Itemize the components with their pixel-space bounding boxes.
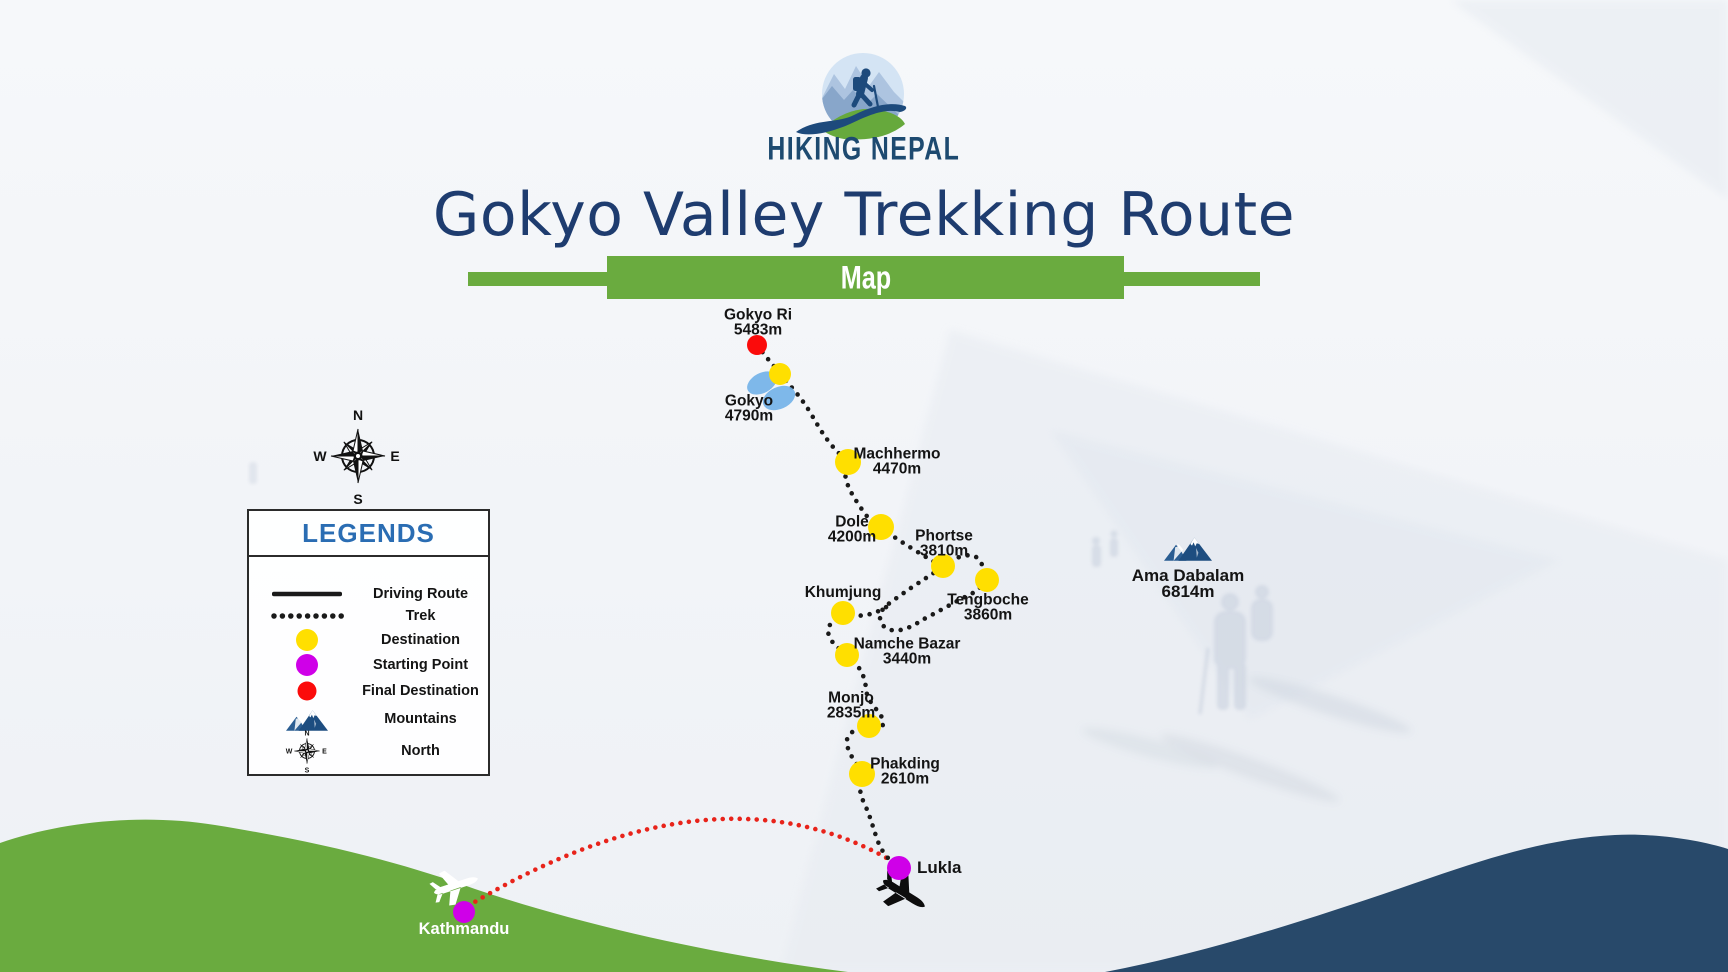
final-destination-swatch: [297, 681, 317, 700]
blue-corner-wave: [1105, 834, 1728, 972]
marker-phortse: [931, 554, 955, 578]
starting-point-swatch: [296, 653, 318, 676]
compass-e: E: [390, 448, 399, 464]
legend-row-destination: Destination: [255, 627, 482, 652]
marker-machhermo: [835, 449, 861, 475]
map-banner-label: Map: [840, 259, 891, 295]
green-hill-wave: [0, 819, 848, 972]
waypoint-label-lukla: Lukla: [917, 857, 962, 877]
flight-route: [465, 816, 900, 909]
svg-text:S: S: [305, 768, 310, 775]
destination-swatch: [296, 628, 318, 651]
marker-tengboche: [975, 568, 999, 592]
gokyo-lakes: [747, 371, 796, 411]
marker-dole: [868, 514, 894, 540]
marker-phakding: [849, 761, 875, 787]
svg-text:W: W: [286, 749, 293, 756]
driving-route-swatch: [272, 591, 342, 597]
hiking-nepal-logo: [796, 53, 907, 140]
trek-route: [754, 342, 990, 869]
svg-text:N: N: [304, 731, 309, 738]
legend-row-north: N E S W North: [255, 731, 482, 775]
compass-rose: N E S W: [313, 407, 399, 507]
compass-w: W: [313, 448, 327, 464]
legend-row-mountains: Mountains: [255, 704, 482, 734]
compass-s: S: [353, 491, 362, 507]
map-banner: Map: [607, 256, 1124, 299]
marker-namche-bazar: [835, 643, 859, 667]
hiker-icon: [851, 68, 880, 109]
legend-title: LEGENDS: [249, 511, 488, 557]
waypoint-label-kathmandu: Kathmandu: [418, 919, 510, 938]
snow-shadows: [1082, 677, 1411, 802]
marker-gokyo-ri: [747, 335, 767, 355]
marker-lukla: [887, 856, 911, 880]
marker-monjo: [857, 714, 881, 738]
marker-kathmandu: [453, 901, 475, 923]
page-title: Gokyo Valley Trekking Route: [432, 180, 1296, 250]
svg-text:E: E: [322, 749, 327, 756]
legend-box: LEGENDS Driving Route Trek Destination S…: [247, 509, 490, 776]
legend-row-driving-route: Driving Route: [255, 583, 482, 605]
trek-swatch: [271, 613, 344, 619]
legend-row-final-destination: Final Destination: [255, 677, 482, 704]
faint-hikers: [249, 462, 1273, 715]
logo-green-hill: [822, 108, 905, 140]
marker-khumjung: [831, 601, 855, 625]
brand-name: HIKING NEPAL: [767, 130, 961, 167]
legend-row-starting-point: Starting Point: [255, 652, 482, 677]
legend-row-trek: Trek: [255, 605, 482, 627]
ama-dabalam-mountain-icon: [1164, 537, 1212, 561]
waypoint-label-khumjung: Khumjung: [804, 583, 882, 601]
marker-gokyo: [769, 363, 791, 385]
compass-n: N: [353, 407, 363, 423]
north-compass-icon: N E S W: [286, 731, 327, 775]
logo-swoosh: [796, 104, 907, 135]
